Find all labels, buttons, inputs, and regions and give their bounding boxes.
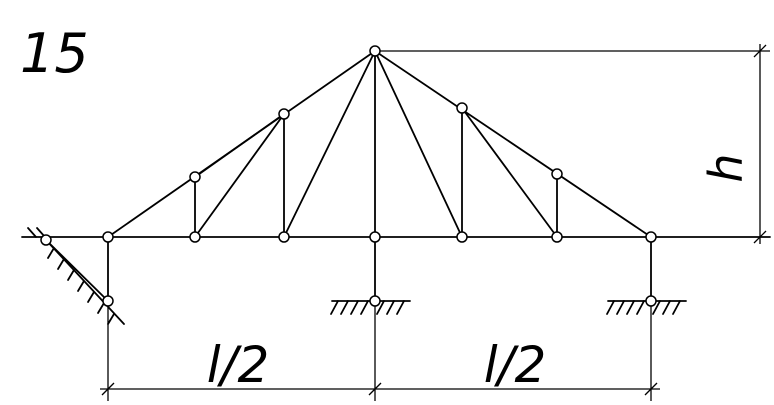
node xyxy=(102,295,114,307)
node xyxy=(645,295,657,307)
height-dimension xyxy=(375,44,770,244)
top-chord xyxy=(107,50,652,238)
node xyxy=(369,45,381,57)
middle-ground-support xyxy=(330,300,411,315)
node xyxy=(189,231,201,243)
node xyxy=(551,168,563,180)
node xyxy=(278,108,290,120)
node xyxy=(456,102,468,114)
node xyxy=(551,231,563,243)
node xyxy=(369,231,381,243)
truss-nodes xyxy=(40,45,657,307)
support-columns xyxy=(107,236,652,302)
span-dimension xyxy=(100,301,660,401)
span-right-label: l/2 xyxy=(484,336,547,394)
node xyxy=(189,171,201,183)
node xyxy=(369,295,381,307)
figure-number: 15 xyxy=(20,22,89,85)
left-wall-support xyxy=(21,227,125,325)
node xyxy=(645,231,657,243)
truss-diagonals xyxy=(194,50,558,238)
span-left-label: l/2 xyxy=(207,336,270,394)
node xyxy=(278,231,290,243)
node xyxy=(456,231,468,243)
node xyxy=(40,234,52,246)
height-label: h xyxy=(699,153,753,182)
truss-verticals xyxy=(194,50,558,238)
node xyxy=(102,231,114,243)
